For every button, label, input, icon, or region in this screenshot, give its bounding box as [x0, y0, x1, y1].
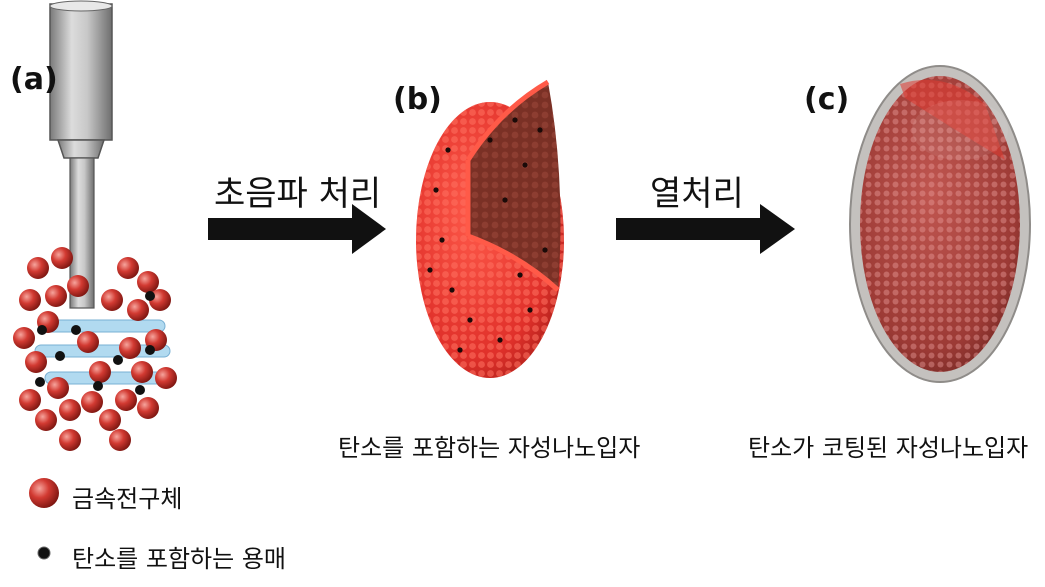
caption-b: 탄소를 포함하는 자성나노입자	[338, 428, 640, 463]
carbon-solvent-dot-icon	[37, 325, 47, 335]
metal-precursor-sphere-icon	[47, 377, 69, 399]
metal-precursor-sphere-icon	[27, 257, 49, 279]
metal-precursor-sphere-icon	[127, 299, 149, 321]
carbon-solvent-dot-icon	[145, 345, 155, 355]
carbon-solvent-dot-icon	[135, 385, 145, 395]
metal-precursor-sphere-icon	[59, 429, 81, 451]
carbon-dot-icon	[457, 347, 462, 352]
caption-c: 탄소가 코팅된 자성나노입자	[748, 428, 1028, 463]
legend-label-carbon-solvent: 탄소를 포함하는 용매	[72, 539, 286, 574]
metal-precursor-sphere-icon	[51, 247, 73, 269]
carbon-dot-icon	[502, 197, 507, 202]
metal-precursor-sphere-icon	[77, 331, 99, 353]
metal-precursor-sphere-icon	[101, 289, 123, 311]
nanoparticle-c-icon	[850, 66, 1030, 382]
step-label-ultrasonic: 초음파 처리	[214, 166, 381, 215]
metal-precursor-sphere-icon	[99, 409, 121, 431]
metal-precursor-sphere-icon	[117, 257, 139, 279]
carbon-dot-icon	[467, 317, 472, 322]
carbon-solvent-dot-icon	[93, 381, 103, 391]
carbon-solvent-dot-icon	[71, 325, 81, 335]
metal-precursor-sphere-icon	[131, 361, 153, 383]
metal-precursor-sphere-icon	[67, 275, 89, 297]
metal-precursor-sphere-icon	[81, 391, 103, 413]
metal-precursor-sphere-icon	[119, 337, 141, 359]
metal-precursor-sphere-icon	[35, 409, 57, 431]
metal-precursor-sphere-icon	[137, 397, 159, 419]
metal-precursor-sphere-icon	[13, 327, 35, 349]
metal-precursor-sphere-icon	[109, 429, 131, 451]
carbon-dot-icon	[427, 267, 432, 272]
step-label-heat-treatment: 열처리	[650, 166, 744, 215]
carbon-dot-icon	[497, 337, 502, 342]
carbon-dot-icon	[445, 147, 450, 152]
metal-precursor-sphere-icon	[45, 285, 67, 307]
panel-label-a: (a)	[10, 62, 58, 97]
metal-precursor-sphere-icon	[25, 351, 47, 373]
carbon-dot-icon	[487, 137, 492, 142]
carbon-dot-icon	[542, 247, 547, 252]
carbon-dot-icon	[522, 162, 527, 167]
metal-precursor-sphere-icon	[137, 271, 159, 293]
panel-label-b: (b)	[393, 82, 442, 117]
carbon-dot-icon	[512, 117, 517, 122]
metal-precursor-sphere-icon	[19, 389, 41, 411]
carbon-dot-icon	[439, 237, 444, 242]
legend-label-metal-precursor: 금속전구체	[72, 479, 182, 514]
carbon-dot-icon	[527, 307, 532, 312]
carbon-solvent-dot-icon	[55, 351, 65, 361]
carbon-dot-icon	[537, 127, 542, 132]
red-sphere-icon	[29, 478, 59, 508]
carbon-dot-icon	[433, 187, 438, 192]
carbon-dot-icon	[449, 287, 454, 292]
metal-precursor-sphere-icon	[89, 361, 111, 383]
nanoparticle-b-icon	[416, 82, 564, 378]
panel-label-c: (c)	[804, 82, 849, 117]
carbon-solvent-dot-icon	[145, 291, 155, 301]
metal-precursor-sphere-icon	[155, 367, 177, 389]
metal-precursor-sphere-icon	[115, 389, 137, 411]
carbon-solvent-dot-icon	[113, 355, 123, 365]
metal-precursor-sphere-icon	[19, 289, 41, 311]
carbon-solvent-dot-icon	[35, 377, 45, 387]
black-dot-icon	[38, 547, 50, 559]
metal-precursor-sphere-icon	[59, 399, 81, 421]
carbon-dot-icon	[517, 272, 522, 277]
